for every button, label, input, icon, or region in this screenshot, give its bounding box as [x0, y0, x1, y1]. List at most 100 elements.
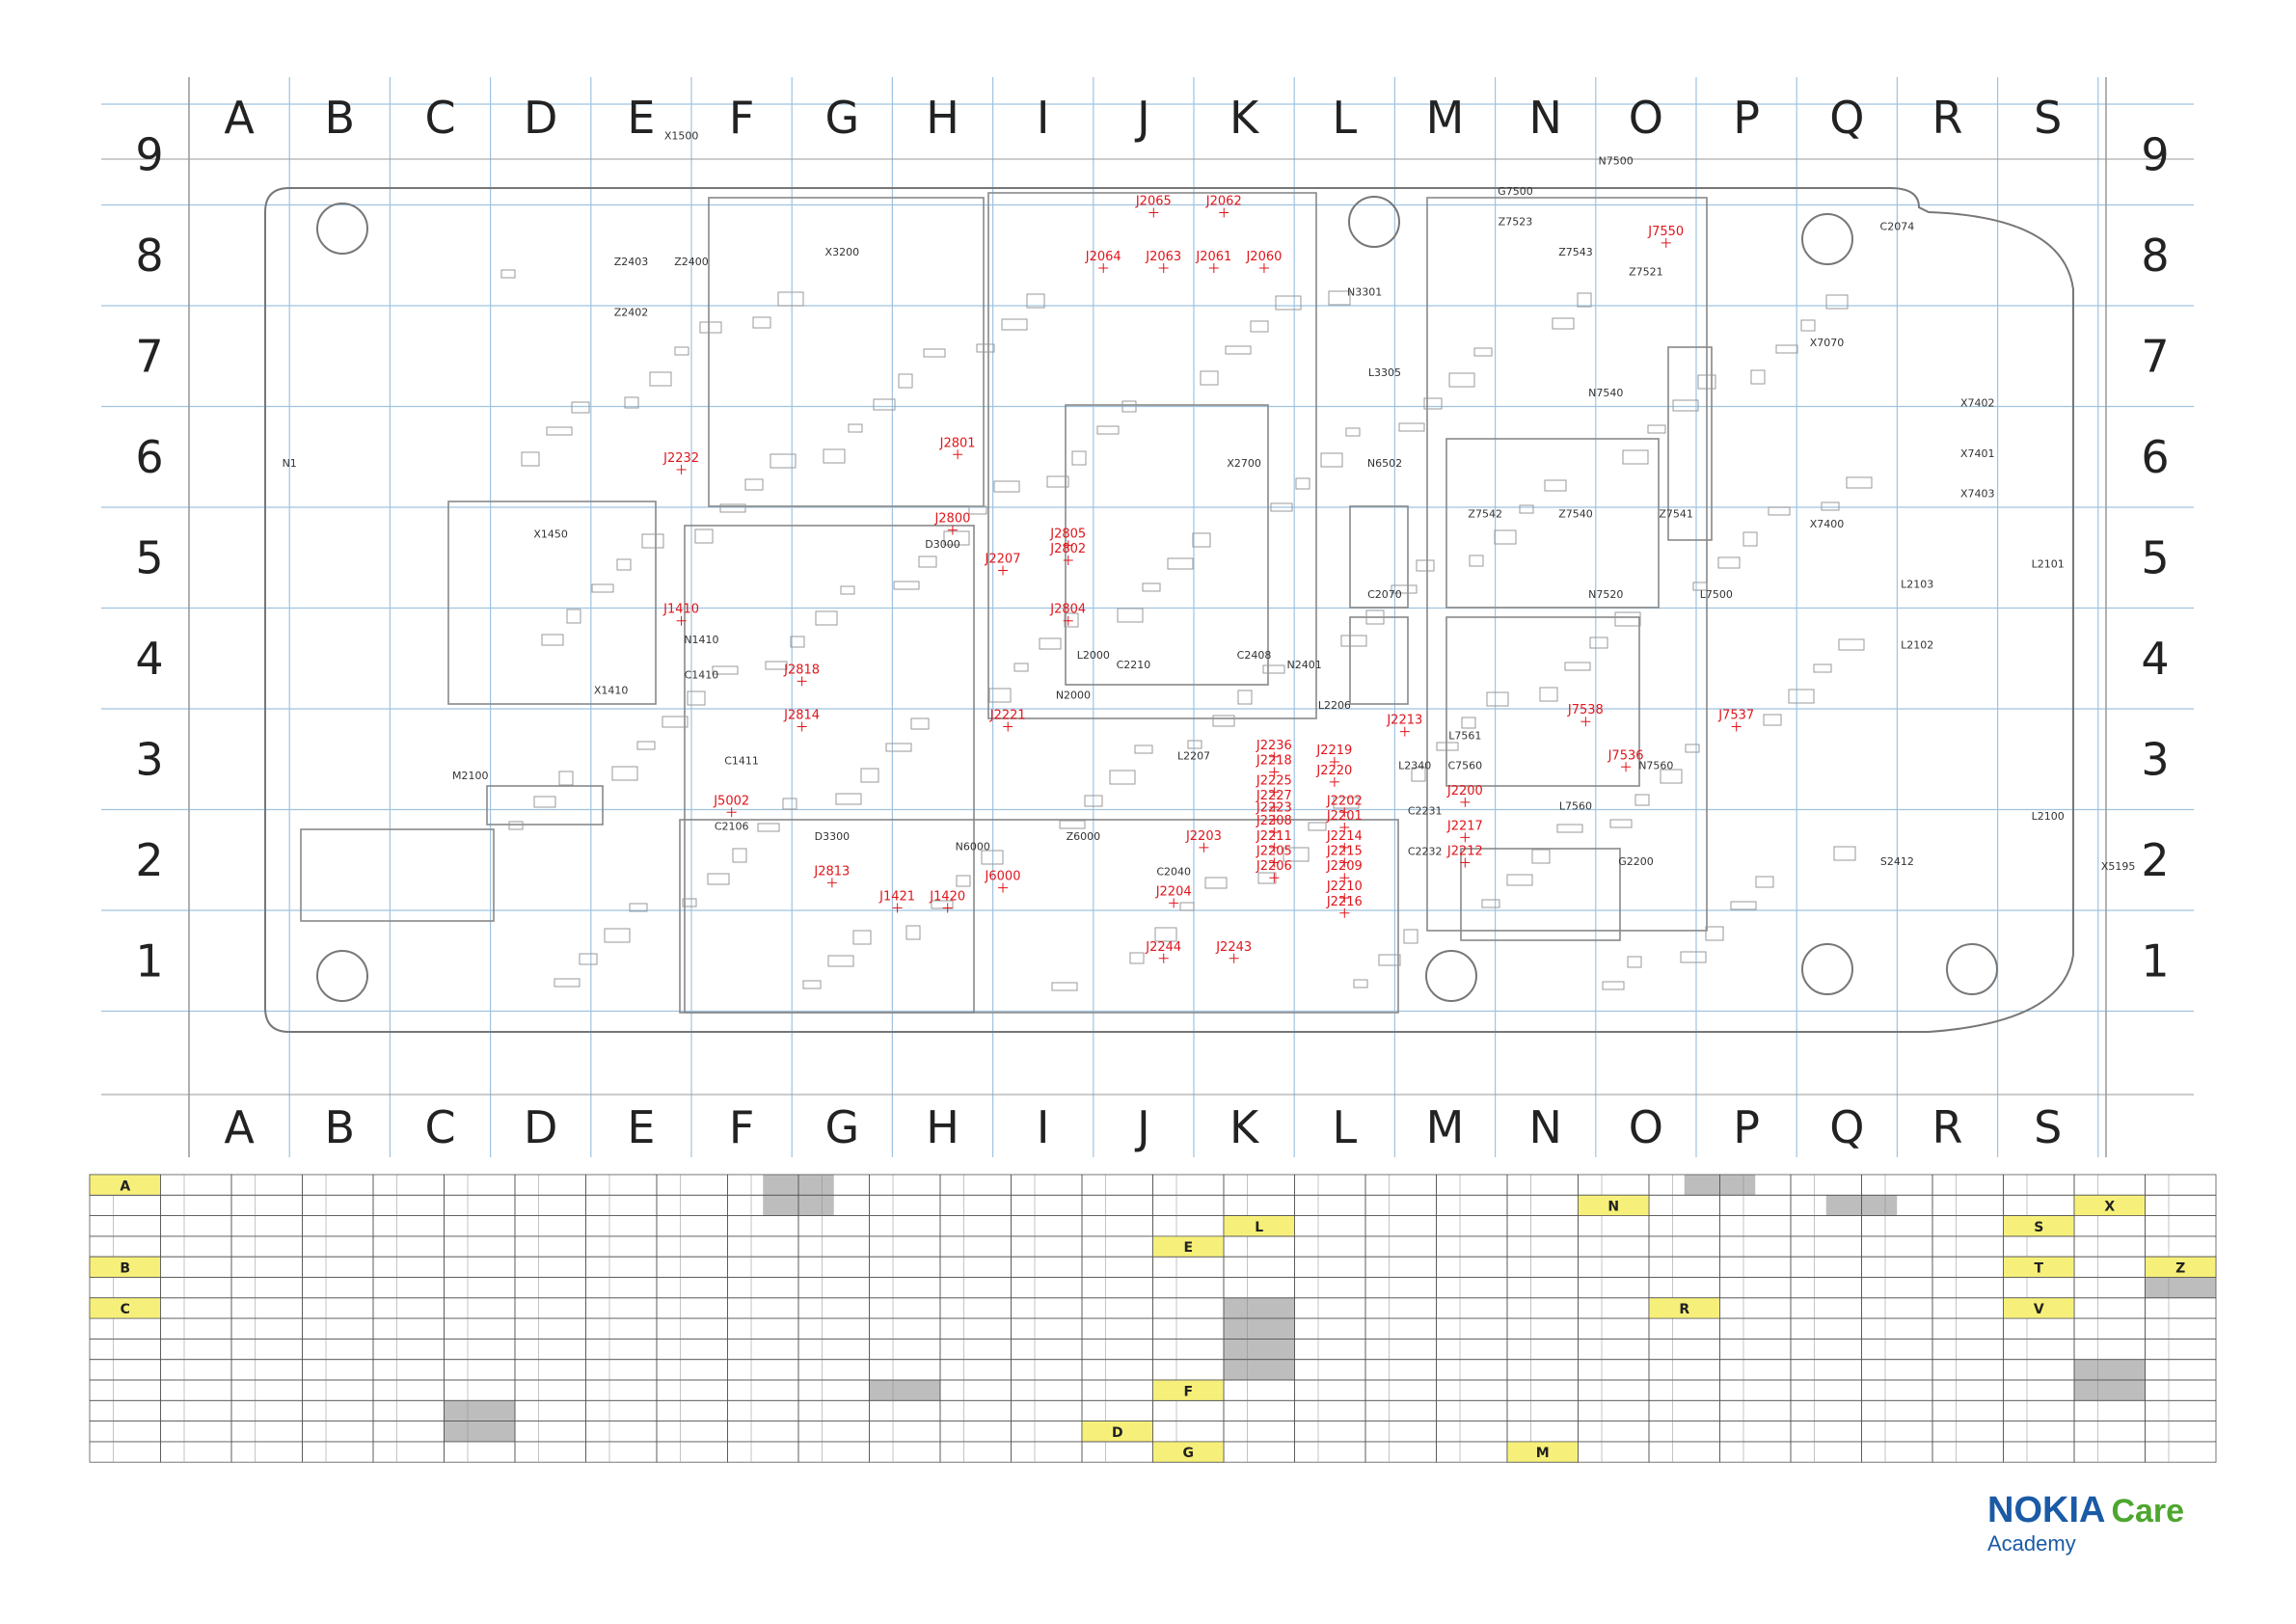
column-label-bottom: C [424, 1101, 455, 1153]
crossword-cell [1931, 1277, 2004, 1299]
mounting-hole [1946, 943, 1998, 995]
crossword-letter: M [1536, 1446, 1550, 1461]
crossword-clue-cell [89, 1256, 161, 1278]
crossword-cell [656, 1277, 728, 1299]
crossword-cell [1436, 1339, 1508, 1361]
column-label-bottom: G [824, 1101, 859, 1153]
smd-pad [956, 875, 971, 887]
test-point-mark [942, 903, 953, 913]
smd-pad [968, 505, 987, 515]
crossword-cell [1364, 1194, 1437, 1217]
brand-name: NOKIA [1987, 1490, 2106, 1530]
test-point-mark [797, 721, 807, 732]
crossword-cell [585, 1441, 658, 1463]
test-point-label: J2813 [813, 864, 850, 879]
crossword-cell [1719, 1297, 1792, 1319]
crossword-cell [1294, 1277, 1366, 1299]
crossword-cell [1578, 1256, 1650, 1278]
test-point-label: J2062 [1205, 195, 1242, 209]
crossword-cell [302, 1297, 374, 1319]
test-point-label: J2212 [1446, 845, 1483, 859]
crossword-cell [1011, 1215, 1083, 1237]
test-point-label: J2818 [783, 663, 820, 677]
smd-pad [1071, 450, 1087, 466]
test-point-mark [1269, 842, 1280, 853]
test-point-mark [1399, 726, 1410, 737]
crossword-cell [1364, 1379, 1437, 1401]
column-label-top: B [325, 92, 356, 144]
test-point-mark [953, 449, 963, 460]
smd-pad [508, 821, 524, 830]
crossword-cell [230, 1297, 303, 1319]
crossword-cell [1648, 1399, 1720, 1422]
column-label-bottom: E [627, 1101, 655, 1153]
crossword-cell [1790, 1317, 1862, 1340]
component-label: N7520 [1588, 588, 1623, 601]
component-label: G2200 [1618, 855, 1654, 868]
smd-pad [1064, 612, 1079, 628]
crossword-cell [1719, 1421, 1792, 1443]
crossword-cell [656, 1339, 728, 1361]
smd-pad [1179, 902, 1195, 911]
test-point-label: J2232 [662, 451, 699, 466]
crossword-cell [302, 1277, 374, 1299]
smd-pad [1225, 345, 1252, 355]
component-label: Z7540 [1558, 507, 1593, 520]
crossword-cell [160, 1194, 232, 1217]
crossword-cell [1578, 1297, 1650, 1319]
crossword-cell [372, 1215, 445, 1237]
smd-pad [500, 269, 516, 279]
smd-pad [744, 478, 764, 491]
crossword-cell [939, 1421, 1012, 1443]
component-label: G7500 [1498, 185, 1533, 198]
smd-pad [1838, 638, 1865, 651]
row-label-left: 3 [135, 733, 163, 785]
crossword-cell [869, 1256, 941, 1278]
component-label: D3300 [815, 830, 850, 843]
test-point-mark [1208, 262, 1219, 273]
smd-pad [1473, 347, 1493, 357]
crossword-cell [302, 1339, 374, 1361]
crossword-cell [727, 1379, 799, 1401]
crossword-cell [1081, 1359, 1153, 1381]
smd-pad [1494, 529, 1517, 545]
crossword-cell [869, 1297, 941, 1319]
crossword-cell [230, 1399, 303, 1422]
smd-pad [1117, 608, 1144, 623]
crossword-cell [2145, 1339, 2217, 1361]
test-point-mark [1158, 953, 1169, 963]
crossword-cell [230, 1277, 303, 1299]
crossword-cell [2073, 1441, 2146, 1463]
smd-pad [782, 798, 797, 810]
row-label-left: 1 [135, 934, 163, 987]
crossword-cell [514, 1174, 586, 1196]
test-point-label: J2216 [1326, 895, 1363, 909]
crossword-cell [585, 1277, 658, 1299]
test-point-label: J2243 [1215, 940, 1252, 955]
smd-pad [823, 448, 846, 464]
smd-pad [976, 343, 995, 353]
smd-pad [674, 346, 689, 356]
crossword-cell [727, 1317, 799, 1340]
crossword-cell [1223, 1174, 1295, 1196]
crossword-cell [302, 1399, 374, 1422]
component-label: C1411 [724, 754, 759, 767]
crossword-cell [444, 1235, 516, 1258]
smd-pad [1577, 292, 1592, 308]
crossword-cell [1719, 1235, 1792, 1258]
smd-pad [1692, 582, 1708, 591]
crossword-cell [2145, 1399, 2217, 1422]
crossword-cell [302, 1256, 374, 1278]
crossword-cell [797, 1359, 870, 1381]
test-point-mark [1269, 802, 1280, 813]
crossword-cell [230, 1359, 303, 1381]
component-label: C1410 [685, 669, 719, 682]
crossword-cell [585, 1339, 658, 1361]
crossword-cell [1506, 1421, 1579, 1443]
crossword-cell [2073, 1215, 2146, 1237]
row-label-right: 7 [2141, 330, 2169, 382]
crossword-cell [797, 1317, 870, 1340]
component-block [708, 197, 985, 507]
smd-pad [752, 316, 771, 329]
component-label: N6502 [1367, 457, 1402, 470]
